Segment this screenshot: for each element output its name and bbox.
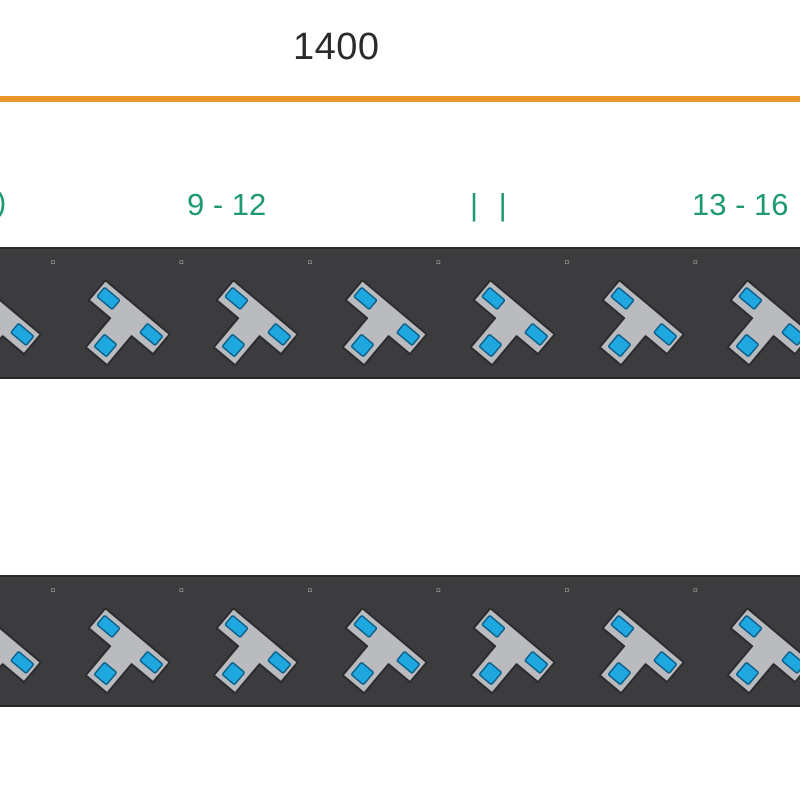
outlet-body: [0, 607, 42, 695]
t-shaped-outlet-icon: [0, 607, 42, 695]
outlet-pin-earth: [93, 334, 117, 357]
outlet-socket: ▫: [319, 249, 447, 377]
outlet-pin-right: [139, 323, 163, 346]
outlet-pin-left: [353, 615, 377, 638]
outlet-pin-left: [610, 615, 634, 638]
outlet-pin-earth: [736, 334, 759, 357]
outlet-marker: ▫: [50, 258, 56, 266]
t-shaped-outlet-icon: [726, 607, 800, 695]
outlet-marker: ▫: [307, 586, 313, 594]
outlet-marker: ▫: [50, 586, 56, 594]
outlet-marker: ▫: [693, 586, 698, 594]
t-shaped-outlet-icon: [341, 607, 428, 695]
outlet-pin-right: [10, 651, 34, 674]
outlet-pin-left: [610, 287, 634, 310]
outlet-pin-earth: [479, 662, 502, 685]
t-shaped-outlet-icon: [469, 279, 556, 367]
outlet-socket: ▫: [190, 577, 318, 705]
outlet-pin-left: [481, 615, 506, 638]
outlet-pin-right: [524, 323, 548, 346]
outlet-pin-earth: [222, 662, 245, 685]
outlet-pin-left: [738, 615, 763, 638]
outlet-marker: ▫: [436, 258, 441, 266]
outlet-body: [0, 279, 42, 367]
group-label-13-16: 13 - 16: [692, 187, 789, 222]
dimension-label: 1400: [293, 26, 380, 68]
outlet-pin-earth: [479, 334, 502, 357]
t-shaped-outlet-icon: [84, 607, 171, 695]
top-strip: ▫ ▫ ▫ ▫ ▫ ▫ ▫: [0, 247, 800, 379]
outlet-pin-right: [396, 323, 420, 346]
group-label-9-12: 9 - 12: [187, 187, 267, 222]
outlet-pin-right: [781, 651, 800, 674]
outlet-pin-left: [96, 287, 120, 310]
outlet-marker: ▫: [693, 258, 698, 266]
outlet-pin-earth: [93, 662, 117, 685]
outlet-pin-left: [353, 287, 377, 310]
outlet-pin-left: [481, 287, 506, 310]
t-shaped-outlet-icon: [598, 279, 685, 367]
edge-bracket: ): [0, 184, 6, 220]
t-shaped-outlet-icon: [341, 279, 428, 367]
outlet-pin-earth: [350, 334, 374, 357]
t-shaped-outlet-icon: [212, 279, 299, 367]
outlet-pin-right: [781, 323, 800, 346]
outlet-socket: ▫: [447, 577, 575, 705]
t-shaped-outlet-icon: [0, 279, 42, 367]
outlet-pin-left: [96, 615, 120, 638]
outlet-socket: ▫: [704, 249, 800, 377]
outlet-socket: ▫: [319, 577, 447, 705]
outlet-pin-right: [653, 323, 677, 346]
outlet-pin-earth: [607, 334, 631, 357]
t-shaped-outlet-icon: [469, 607, 556, 695]
outlet-pin-left: [224, 287, 249, 310]
outlet-marker: ▫: [436, 586, 441, 594]
t-shaped-outlet-icon: [598, 607, 685, 695]
outlet-socket: ▫: [576, 249, 704, 377]
outlet-pin-earth: [607, 662, 631, 685]
outlet-socket: ▫: [0, 577, 61, 705]
outlet-pin-right: [396, 651, 420, 674]
outlet-socket: ▫: [576, 577, 704, 705]
t-shaped-outlet-icon: [726, 279, 800, 367]
outlet-marker: ▫: [179, 258, 184, 266]
outlet-socket: ▫: [704, 577, 800, 705]
outlet-pin-earth: [350, 662, 374, 685]
outlet-pin-right: [653, 651, 677, 674]
outlet-pin-right: [524, 651, 548, 674]
outlet-socket: ▫: [447, 249, 575, 377]
outlet-socket: ▫: [190, 249, 318, 377]
group-separator: | |: [470, 187, 513, 222]
t-shaped-outlet-icon: [212, 607, 299, 695]
outlet-socket: ▫: [62, 577, 190, 705]
bottom-strip: ▫ ▫ ▫ ▫ ▫ ▫ ▫: [0, 575, 800, 707]
outlet-pin-earth: [736, 662, 759, 685]
t-shaped-outlet-icon: [84, 279, 171, 367]
outlet-pin-right: [139, 651, 163, 674]
outlet-marker: ▫: [179, 586, 184, 594]
outlet-marker: ▫: [564, 586, 570, 594]
outlet-marker: ▫: [307, 258, 313, 266]
outlet-socket: ▫: [62, 249, 190, 377]
dimension-line: [0, 96, 800, 102]
outlet-marker: ▫: [564, 258, 570, 266]
outlet-pin-right: [10, 323, 34, 346]
outlet-pin-earth: [222, 334, 245, 357]
outlet-pin-left: [738, 287, 763, 310]
outlet-pin-right: [267, 651, 291, 674]
outlet-socket: ▫: [0, 249, 61, 377]
outlet-pin-left: [224, 615, 249, 638]
outlet-pin-right: [267, 323, 291, 346]
